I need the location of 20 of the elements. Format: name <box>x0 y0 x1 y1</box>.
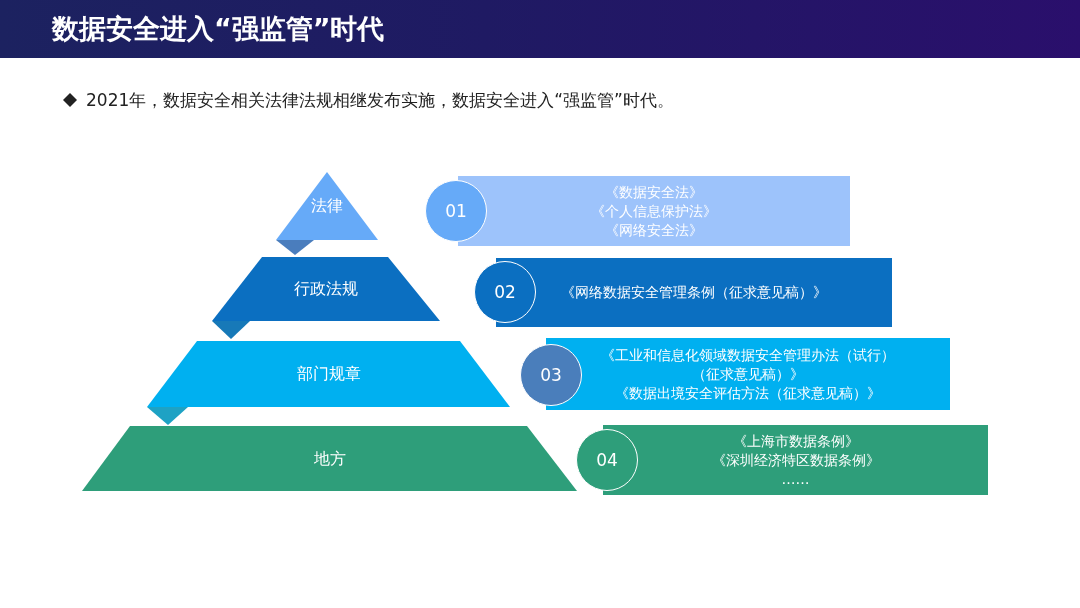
law-title: …… <box>781 469 810 489</box>
law-title: 《个人信息保护法》 <box>591 201 717 221</box>
number-circle: 02 <box>474 261 536 323</box>
intro-text: 2021年，数据安全相关法律法规相继发布实施，数据安全进入“强监管”时代。 <box>86 89 674 112</box>
slide-title: 数据安全进入“强监管”时代 <box>52 12 385 46</box>
law-title: 《数据安全法》 <box>605 182 703 202</box>
pyramid-tier: 行政法规 <box>212 257 440 321</box>
law-title: 《上海市数据条例》 <box>732 431 859 451</box>
law-title: 《网络数据安全管理条例（征求意见稿）》 <box>561 283 827 302</box>
law-title: 《深圳经济特区数据条例》 <box>711 450 880 470</box>
number-circle: 01 <box>425 180 487 242</box>
law-title: 《数据出境安全评估方法（征求意见稿）》 <box>615 383 881 403</box>
pyramid-tier: 部门规章 <box>147 341 510 407</box>
number-circle: 03 <box>520 344 582 406</box>
number-circle: 04 <box>576 429 638 491</box>
pyramid-tier: 法律 <box>276 172 378 240</box>
law-title: 《工业和信息化领域数据安全管理办法（试行）（征求意见稿）》 <box>600 345 896 384</box>
law-list-panel <box>496 258 892 327</box>
law-title: 《网络安全法》 <box>605 220 703 240</box>
pyramid-tier: 地方 <box>82 426 577 491</box>
